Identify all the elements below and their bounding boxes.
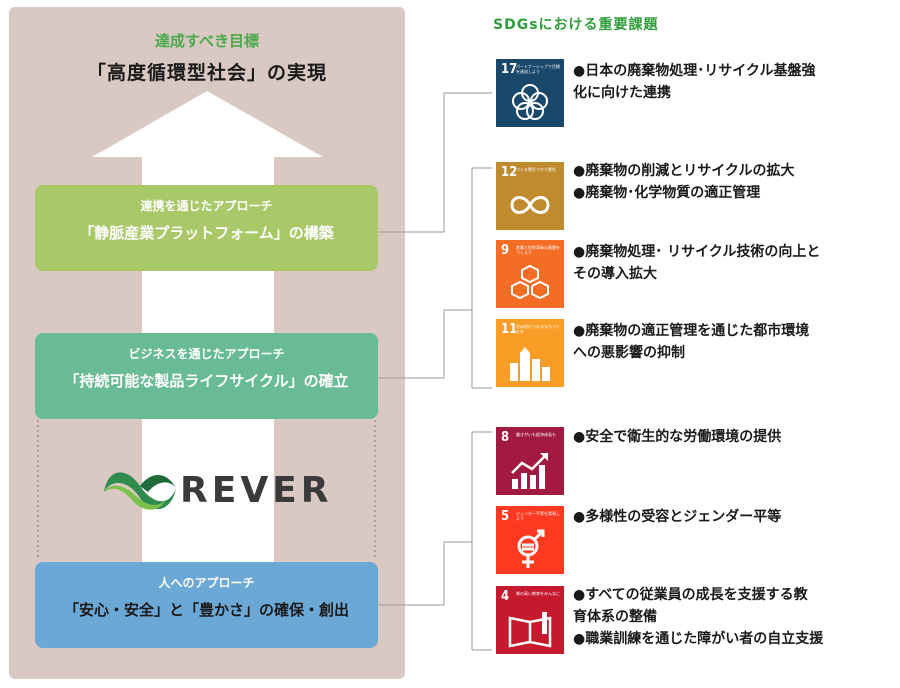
issue-line: ●多様性の受容とジェンダー平等 — [573, 509, 782, 525]
sdg-9-icon: 9 産業と技術革新の基盤をつくろう — [496, 240, 564, 308]
issue-line: への悪影響の抑制 — [573, 345, 685, 361]
approach-sub: ビジネスを通じたアプローチ — [128, 347, 285, 361]
approach-people: 人へのアプローチ 「安心・安全」と「豊かさ」の確保・創出 — [35, 562, 378, 648]
sdg-number: 17 — [501, 62, 518, 77]
issue-line: ●日本の廃棄物処理･リサイクル基盤強 — [573, 63, 816, 79]
sdg-number: 4 — [501, 589, 510, 604]
sdg-number: 11 — [501, 322, 518, 337]
gender-icon — [517, 529, 545, 568]
sdg-12-icon: 12 つくる責任つかう責任 — [496, 162, 564, 230]
sdg-caption: ジェンダー平等を実現しよう — [516, 511, 560, 521]
sdg-4-text: ●すべての従業員の成長を支援する教 育体系の整備 ●職業訓練を通じた障がい者の自… — [573, 584, 823, 650]
approach-main: 「静脈産業プラットフォーム」の構築 — [79, 224, 334, 242]
sdg-caption: 働きがいも経済成長も — [516, 432, 556, 437]
sdg-caption: 質の高い教育をみんなに — [516, 591, 560, 596]
sdg-4-icon: 4 質の高い教育をみんなに — [496, 586, 564, 654]
sdg-17-text: ●日本の廃棄物処理･リサイクル基盤強 化に向けた連携 — [573, 60, 816, 104]
growth-chart-icon — [511, 453, 548, 489]
issue-line: ●廃棄物の適正管理を通じた都市環境 — [573, 323, 810, 339]
issue-line: ●安全で衛生的な労働環境の提供 — [573, 429, 782, 445]
cubes-icon — [511, 264, 549, 300]
sdg-8-icon: 8 働きがいも経済成長も — [496, 427, 564, 495]
sdg-number: 5 — [501, 509, 510, 524]
sdg-caption: つくる責任つかう責任 — [516, 167, 556, 172]
sdg-8-text: ●安全で衛生的な労働環境の提供 — [573, 426, 781, 448]
sdg-heading: SDGsにおける重要課題 — [493, 17, 659, 33]
sdg-number: 8 — [501, 430, 510, 445]
issue-line: ●廃棄物処理･ リサイクル技術の向上と — [573, 244, 821, 260]
goal-title: 「高度循環型社会」の実現 — [86, 62, 327, 84]
approach-main: 「持続可能な製品ライフサイクル」の確立 — [64, 372, 349, 390]
sdg-caption: 住み続けられるまちづくりを — [516, 324, 560, 334]
rever-logo-icon — [104, 472, 176, 510]
issue-line: ●廃棄物･化学物質の適正管理 — [573, 185, 761, 201]
sdg-5-text: ●多様性の受容とジェンダー平等 — [573, 506, 781, 528]
sdg-number: 12 — [501, 165, 518, 180]
approach-sub: 人へのアプローチ — [158, 576, 255, 590]
sdg-caption: パートナーシップで目標を達成しよう — [516, 64, 560, 74]
city-icon — [510, 347, 550, 381]
goal-label: 達成すべき目標 — [155, 32, 259, 50]
issue-line: 化に向けた連携 — [573, 85, 671, 101]
issue-line: ●すべての従業員の成長を支援する教 — [573, 587, 808, 603]
approach-main: 「安心・安全」と「豊かさ」の確保・創出 — [63, 601, 349, 619]
sdg-caption: 産業と技術革新の基盤をつくろう — [516, 245, 560, 255]
issue-line: 育体系の整備 — [573, 609, 657, 625]
sdg-number: 9 — [501, 243, 510, 258]
sdg-11-icon: 11 住み続けられるまちづくりを — [496, 319, 564, 387]
issue-line: ●職業訓練を通じた障がい者の自立支援 — [573, 631, 824, 647]
book-icon — [508, 612, 552, 648]
partnership-icon — [512, 84, 548, 120]
approach-business: ビジネスを通じたアプローチ 「持続可能な製品ライフサイクル」の確立 — [35, 333, 378, 419]
rever-logo-text: REVER — [180, 470, 333, 511]
sdg-12-text: ●廃棄物の削減とリサイクルの拡大 ●廃棄物･化学物質の適正管理 — [573, 160, 795, 204]
sdg-17-icon: 17 パートナーシップで目標を達成しよう — [496, 59, 564, 127]
issue-line: その導入拡大 — [573, 266, 657, 282]
infinity-icon — [510, 196, 550, 214]
sdg-11-text: ●廃棄物の適正管理を通じた都市環境 への悪影響の抑制 — [573, 320, 809, 364]
approach-collaboration: 連携を通じたアプローチ 「静脈産業プラットフォーム」の構築 — [35, 185, 378, 271]
approach-sub: 連携を通じたアプローチ — [140, 199, 273, 213]
issue-line: ●廃棄物の削減とリサイクルの拡大 — [573, 163, 795, 179]
sdg-5-icon: 5 ジェンダー平等を実現しよう — [496, 506, 564, 574]
sdg-9-text: ●廃棄物処理･ リサイクル技術の向上と その導入拡大 — [573, 241, 820, 285]
